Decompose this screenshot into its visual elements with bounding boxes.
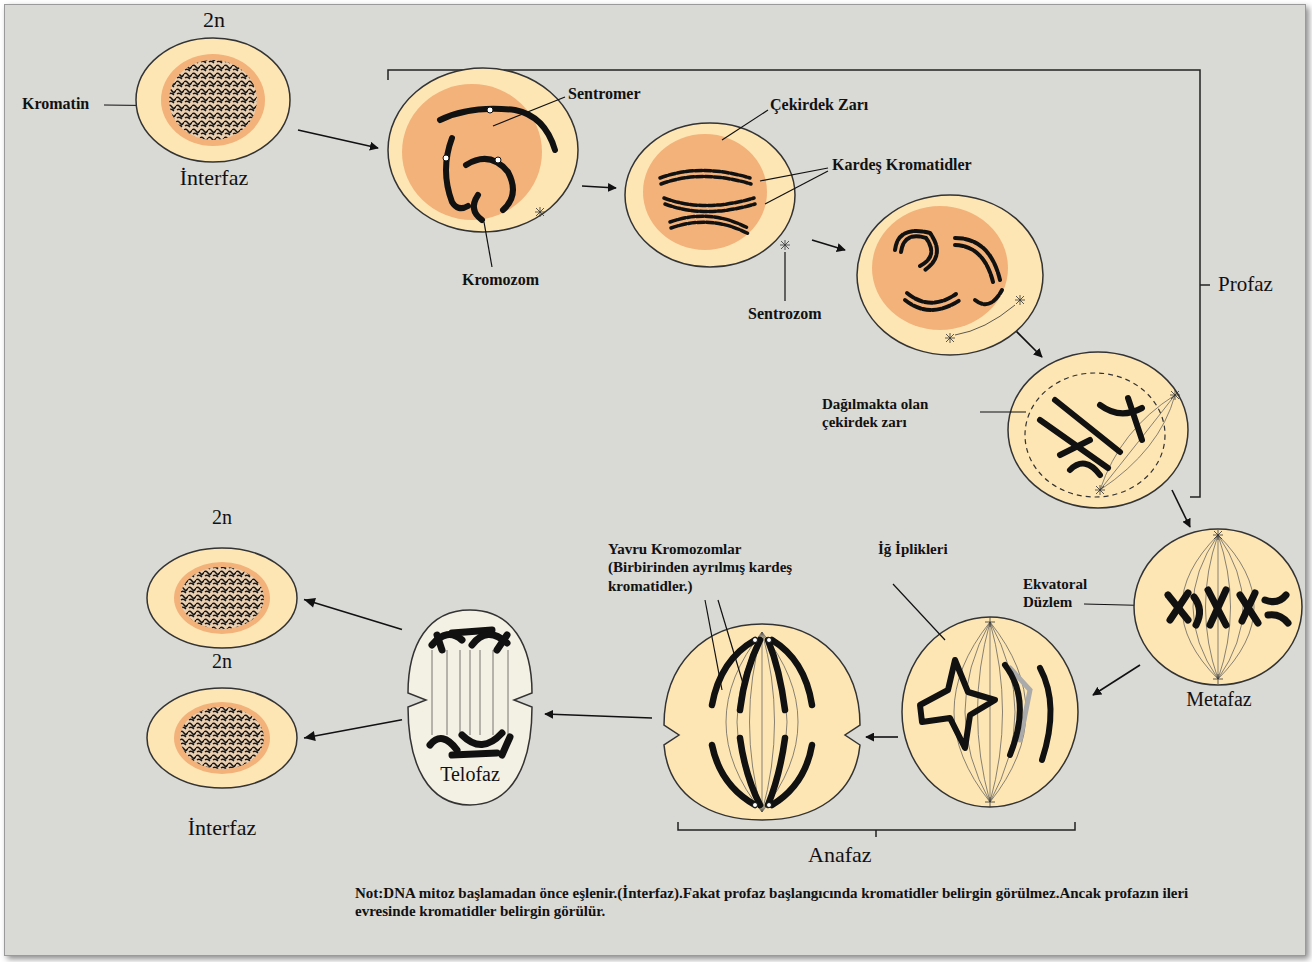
cell-node: 2n [140,506,304,650]
prophase-cell [625,123,795,267]
callout-label: Kromatin [22,94,89,114]
callout-label: Sentrozom [748,304,821,324]
stage-name: Telofaz [402,763,538,785]
ploidy-label: 2n [140,506,304,528]
prophase-cell [1008,352,1188,508]
connector-arrow [304,720,402,741]
callout-label: Kromozom [462,270,539,290]
cell-node: Metafaz [1130,525,1308,717]
prophase-cell [388,68,578,232]
ploidy-label: 2n [128,8,300,32]
phase-name: Anafaz [808,842,872,869]
cell-node: Telofaz [402,605,538,810]
anaphase-cell [902,617,1078,807]
cell-node: 2nİnterfaz [128,8,300,198]
leader-lines [104,97,1165,690]
callout-label: Sentromer [568,84,641,104]
callout-label: Kardeş Kromatidler [832,155,972,175]
callout-label: İğ İplikleri [878,540,948,558]
process-arrows [298,130,1190,737]
callout-label: Yavru Kromozomlar (Birbirinden ayrılmış … [608,540,803,595]
anafaz-bracket [678,822,1075,837]
stage-name: İnterfaz [140,816,304,840]
callout-label: Dağılmakta olan çekirdek zarı [822,395,977,432]
note-text: Not:DNA mitoz başlamadan önce eşlenir.(İ… [355,884,1215,921]
connector-arrow [304,598,402,630]
callout-label: Ekvatoral Düzlem [1023,575,1108,612]
stage-name: Metafaz [1130,688,1308,710]
anaphase-cell [664,624,860,820]
callout-label: Çekirdek Zarı [770,95,868,115]
prophase-cell [857,195,1043,355]
cell-node: 2nİnterfaz [140,650,304,850]
stage-name: İnterfaz [128,166,300,190]
ploidy-label: 2n [140,650,304,672]
phase-name: Profaz [1218,272,1273,298]
